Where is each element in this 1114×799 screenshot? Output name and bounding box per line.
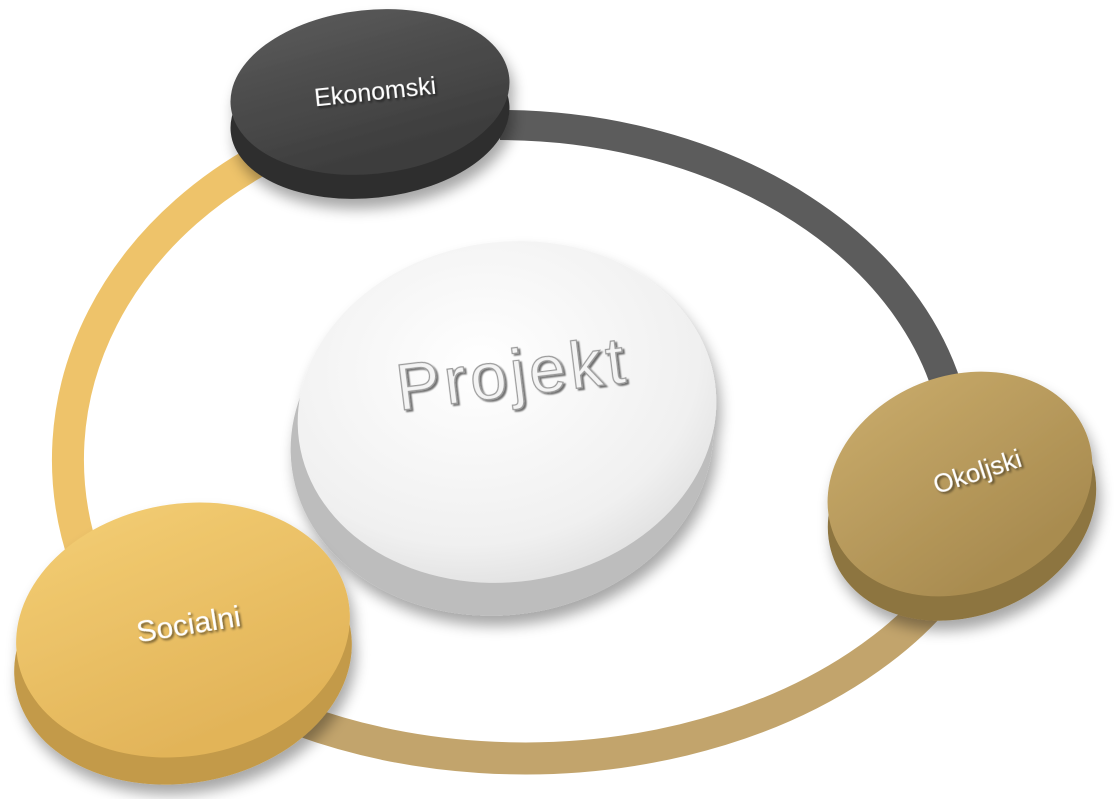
ring-segment-okoljski-socialni: [294, 551, 979, 775]
center-node-projekt: [290, 241, 717, 616]
node-ekonomski: [230, 9, 510, 199]
ring-segment-socialni-ekonomski: [51, 125, 307, 566]
ring-segment-ekonomski-okoljski: [499, 110, 970, 423]
node-socialni: [14, 502, 352, 785]
connector-ring: [51, 110, 979, 775]
node-okoljski: [827, 371, 1097, 621]
